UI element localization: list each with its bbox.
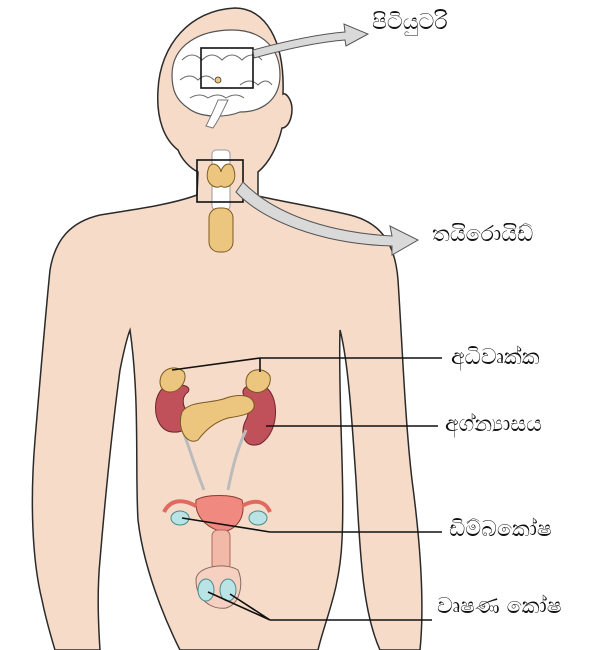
thymus — [209, 208, 233, 252]
ovary-right — [249, 511, 267, 525]
label-testes: වෘෂණ කෝෂ — [437, 596, 562, 618]
label-pancreas: අග්න්‍යාසය — [445, 414, 542, 436]
vagina — [212, 530, 230, 570]
pituitary-gland — [215, 77, 221, 83]
adrenal-right — [246, 370, 270, 393]
label-adrenal: අධිවෘක්ක — [451, 347, 540, 369]
label-thyroid: තයිරොයිඩ් — [432, 224, 533, 246]
testis-left — [198, 579, 214, 601]
label-pituitary: පිටියුටරි — [372, 12, 448, 34]
label-ovaries: ඩිම්බකෝෂ — [449, 519, 552, 541]
